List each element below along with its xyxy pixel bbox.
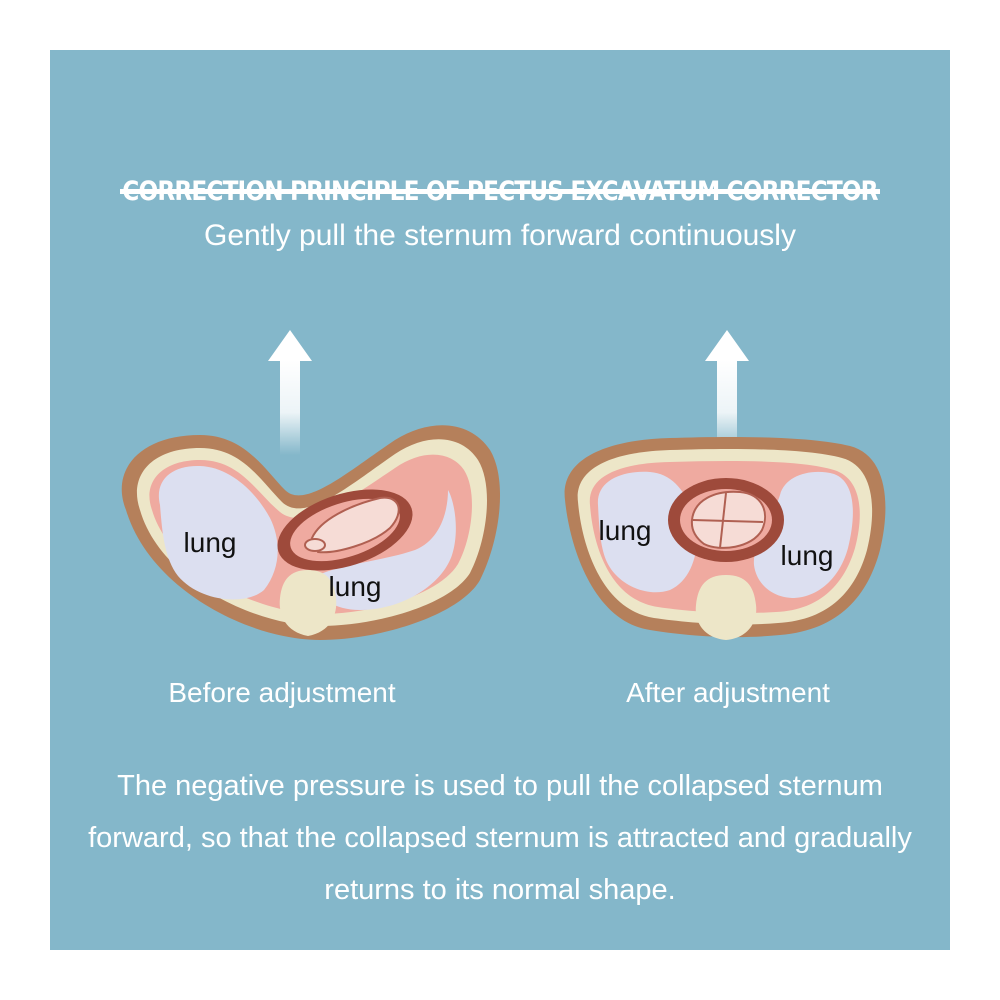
before-caption: Before adjustment <box>168 677 396 708</box>
after-right-lung-label: lung <box>781 540 834 571</box>
before-right-lung-label: lung <box>329 571 382 602</box>
chest-diagrams: lung lung lung lung <box>121 330 886 640</box>
after-caption: After adjustment <box>626 677 830 708</box>
after-chest-cross-section: lung lung <box>564 436 886 640</box>
description-text: The negative pressure is used to pull th… <box>88 770 912 906</box>
title-divider <box>120 189 880 194</box>
after-left-lung-label: lung <box>599 515 652 546</box>
infographic-panel: CORRECTION PRINCIPLE OF PECTUS EXCAVATUM… <box>50 50 950 950</box>
subtitle: Gently pull the sternum forward continuo… <box>204 219 796 252</box>
up-arrow-before-icon <box>268 330 312 455</box>
up-arrow-after-icon <box>705 330 749 455</box>
before-left-lung-label: lung <box>184 527 237 558</box>
before-chest-cross-section: lung lung <box>121 425 501 640</box>
